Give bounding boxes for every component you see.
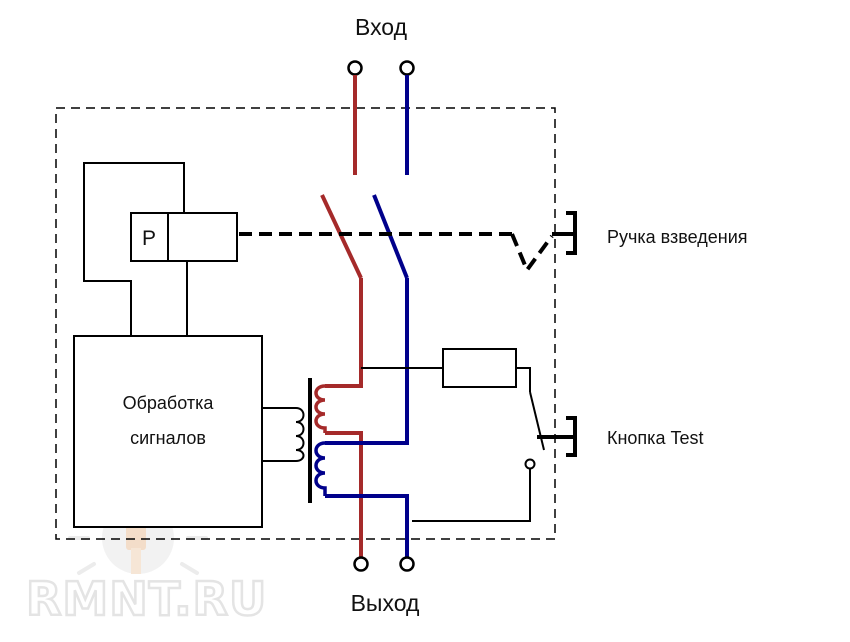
- cocking-handle: [552, 211, 577, 255]
- test-contact: [524, 458, 536, 470]
- cocking-handle-label: Ручка взведения: [607, 227, 748, 247]
- output-label: Выход: [351, 590, 420, 616]
- phase-coil: [314, 384, 327, 433]
- secondary-winding: [262, 407, 305, 462]
- phase-conductor: [320, 75, 363, 560]
- signal-processing-block: [73, 335, 263, 528]
- processing-label-line1: Обработка: [123, 393, 215, 413]
- test-button-label: Кнопка Test: [607, 428, 703, 448]
- relay-coil: [167, 212, 238, 262]
- output-terminal-phase: [353, 556, 369, 572]
- input-terminal-phase: [347, 60, 363, 76]
- processing-label-line2: сигналов: [130, 428, 206, 448]
- mechanical-link: [239, 232, 554, 275]
- neutral-conductor: [325, 75, 409, 560]
- relay-wiring: [83, 162, 188, 336]
- input-label: Вход: [355, 14, 408, 40]
- test-circuit: [361, 367, 545, 522]
- output-terminal-neutral: [399, 556, 415, 572]
- test-resistor: [442, 348, 517, 388]
- relay-label: P: [142, 227, 156, 250]
- relay-label-box: [130, 212, 169, 262]
- input-terminal-neutral: [399, 60, 415, 76]
- watermark-text: RMNT.RU: [26, 572, 267, 626]
- neutral-coil: [314, 441, 327, 496]
- test-button: [537, 416, 577, 457]
